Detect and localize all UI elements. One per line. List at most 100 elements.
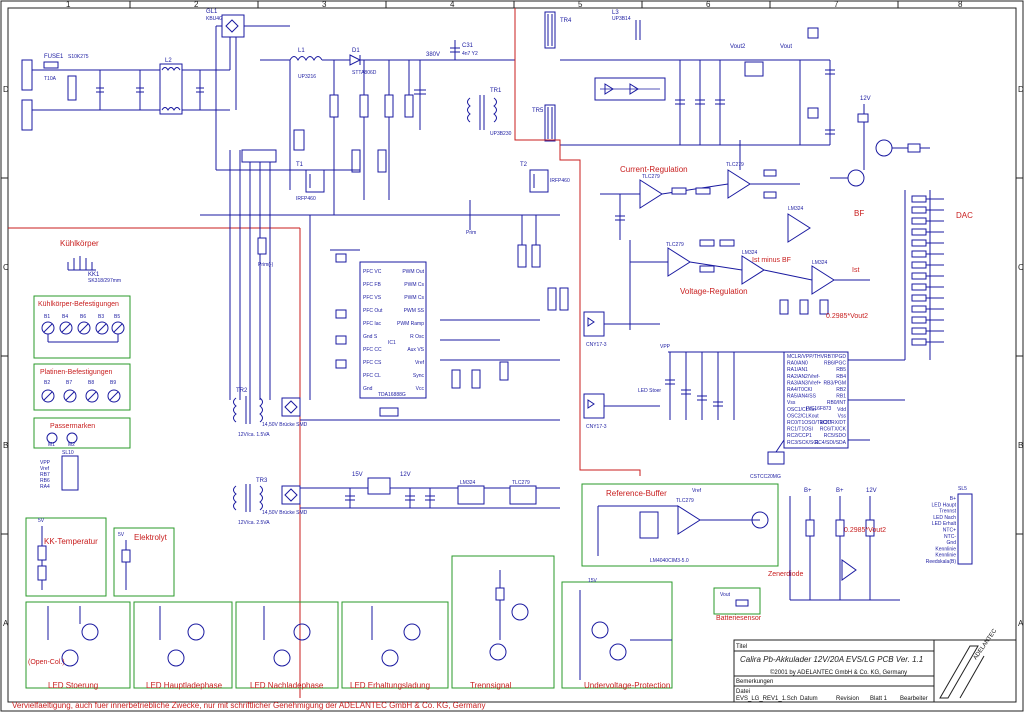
screw-b5-label: B5: [114, 314, 120, 320]
pfc-pin-left-5: Gnd S: [363, 334, 378, 340]
aux-supply-rail: 15V 12V LM324 TLC279: [300, 472, 560, 509]
pfc-pin-left-0: PFC VC: [363, 269, 382, 275]
dac-resistor: [911, 239, 927, 247]
mcu-pin-right-5: RB2: [836, 387, 846, 393]
mcu-pin-right-6: RB1: [836, 394, 846, 400]
elektrolyt-5v: 5V: [118, 532, 125, 538]
rail-12v-right: 12V: [860, 96, 871, 102]
rail-15v-label: 15V: [352, 472, 363, 478]
pfc-pin-right-1: PWM Cs: [404, 282, 424, 288]
crystal-symbol: [767, 451, 785, 465]
heatsink-part: KK1: [88, 272, 100, 278]
dac-resistor: [911, 283, 927, 291]
mcu-pin-left-10: RC0/T1OSO/T1CKI: [787, 420, 831, 426]
tlc279-supply-label: TLC279: [512, 480, 530, 486]
pfc-pin-right-2: PWM Cs: [404, 295, 424, 301]
mcu-pin-left-5: RA4/T0CKI: [787, 387, 812, 393]
bulk-voltage: 380V: [426, 52, 440, 58]
mcu-pin-right-3: RB4: [836, 374, 846, 380]
screw-b2-label: B2: [44, 380, 50, 386]
tr3-bridge-spec: 14,50V Brücke SMD: [262, 510, 308, 516]
crystal-label: CSTCC20MG: [750, 474, 781, 480]
filter-choke-l2: [159, 63, 183, 115]
sl5-pin-1: LED Haupt: [932, 502, 957, 508]
company-logo-text: ADELANTEC: [973, 628, 999, 661]
sl10-pin-rb7: RB7: [40, 472, 50, 478]
dac-title: DAC: [956, 211, 973, 220]
pfc-pin-left-3: PFC Out: [363, 308, 383, 314]
pfc-pin-right-8: Sync: [413, 373, 425, 379]
sl5-pin-6: NTC-: [944, 534, 956, 540]
mcu-pin-left-13: RC3/SCK/SCL: [787, 440, 820, 446]
mcu-pin-right-7: RB0/INT: [827, 400, 846, 406]
column-label-7: 7: [834, 0, 839, 9]
tr2-bridge-spec: 14,50V Brücke SMD: [262, 422, 308, 428]
prim-minus-label-1: Prim(-): [258, 262, 274, 268]
pfc-pin-left-9: Gnd: [363, 386, 373, 392]
dac-resistor: [911, 250, 927, 258]
programming-header-sl10: SL10 VPP Vref RB7 RB6 RA4: [40, 450, 79, 491]
tr1-label: TR1: [490, 88, 502, 94]
row-label-a: A: [3, 619, 9, 628]
screw-b6-label: B6: [80, 314, 86, 320]
fuse-symbol: [43, 61, 59, 69]
title-block-editor: Bearbeiter: [900, 696, 928, 702]
title-block-sheet: Blatt 1: [870, 696, 888, 702]
sl5-pin-8: Kennlinie: [935, 546, 956, 552]
mcu-pin-left-3: RA2/AN2/Vref-: [787, 374, 820, 380]
optocoupler-2: CNY17-3: [583, 393, 607, 430]
dac-resistor: [911, 305, 927, 313]
c31-y-capacitor: C31 4n7 Y2: [450, 40, 478, 60]
reference-buffer-title: Reference-Buffer: [606, 489, 667, 498]
aux-transformer-tr2: TR2 14,50V Brücke SMD 12V/ca. 1.5VA: [233, 388, 308, 438]
led-stoerung-box: LED Stoerung (Open-Col.): [25, 601, 131, 690]
title-block-date-label: Datum: [800, 696, 818, 702]
screw-b8-label: B8: [88, 380, 94, 386]
d1-label: D1: [352, 48, 360, 54]
ic1-name: TDA16888G: [378, 392, 406, 398]
voltage-regulation-opamps: TLC279 LM324 LM324 LM324: [629, 206, 870, 330]
mcu-pin-left-11: RC1/T1OSI: [787, 427, 813, 433]
screw-b6-symbol: [77, 321, 91, 335]
ist-label: Ist: [852, 267, 859, 274]
pfc-inductor: [289, 56, 323, 62]
pfc-pin-right-4: PWM Ramp: [397, 321, 424, 327]
dac-ladder: [904, 190, 944, 360]
varistor-symbol: [67, 75, 77, 101]
isolation-boundary: [8, 8, 641, 698]
ic1-label: IC1: [388, 340, 396, 346]
dac-resistor: [911, 195, 927, 203]
row-label-c-right: C: [1018, 263, 1024, 272]
mcu-pin-right-0: RB7/PGD: [824, 354, 846, 360]
pfc-pin-left-1: PFC FB: [363, 282, 381, 288]
t2-label: T2: [520, 162, 528, 168]
rail-12v-label: 12V: [400, 472, 411, 478]
formula-label: 0.2985*Vout2: [826, 313, 868, 320]
output-rectifier: Vout Vout2: [560, 27, 835, 146]
pfc-pin-right-7: Vref: [415, 360, 425, 366]
title-block-copyright: ©2001 by ADELANTEC GmbH & Co. KG, German…: [770, 669, 907, 676]
mcu-pin-right-12: RC5/SDO: [824, 433, 846, 439]
mcu-pin-left-7: Vss: [787, 400, 796, 406]
l1-spec: UP3216: [298, 74, 316, 80]
fuse-label: FUSE1: [44, 54, 64, 60]
pfc-stage: L1 UP3216 D1 STTA806D 380V: [260, 48, 515, 215]
sl5-pin-9: Kennlinie: [935, 553, 956, 559]
pfc-pin-right-3: PWM SS: [404, 308, 425, 314]
row-label-d: D: [3, 85, 9, 94]
led-hauptladephase-title: LED Hauptladephase: [146, 681, 223, 690]
dac-resistor: [911, 217, 927, 225]
pfc-pin-left-7: PFC CS: [363, 360, 382, 366]
gate-transformer-tr1: TR1 UP3B230: [467, 88, 512, 137]
mcu-vpp-label: VPP: [660, 344, 671, 350]
mains-connector: [21, 59, 33, 91]
mcu-pin-left-0: MCLR/VPP/THV: [787, 354, 825, 360]
dac-resistor: [911, 261, 927, 269]
sl5-pin-2: Trennst: [939, 509, 956, 515]
t1-label: T1: [296, 162, 304, 168]
led-stoerung-title: LED Stoerung: [48, 681, 98, 690]
